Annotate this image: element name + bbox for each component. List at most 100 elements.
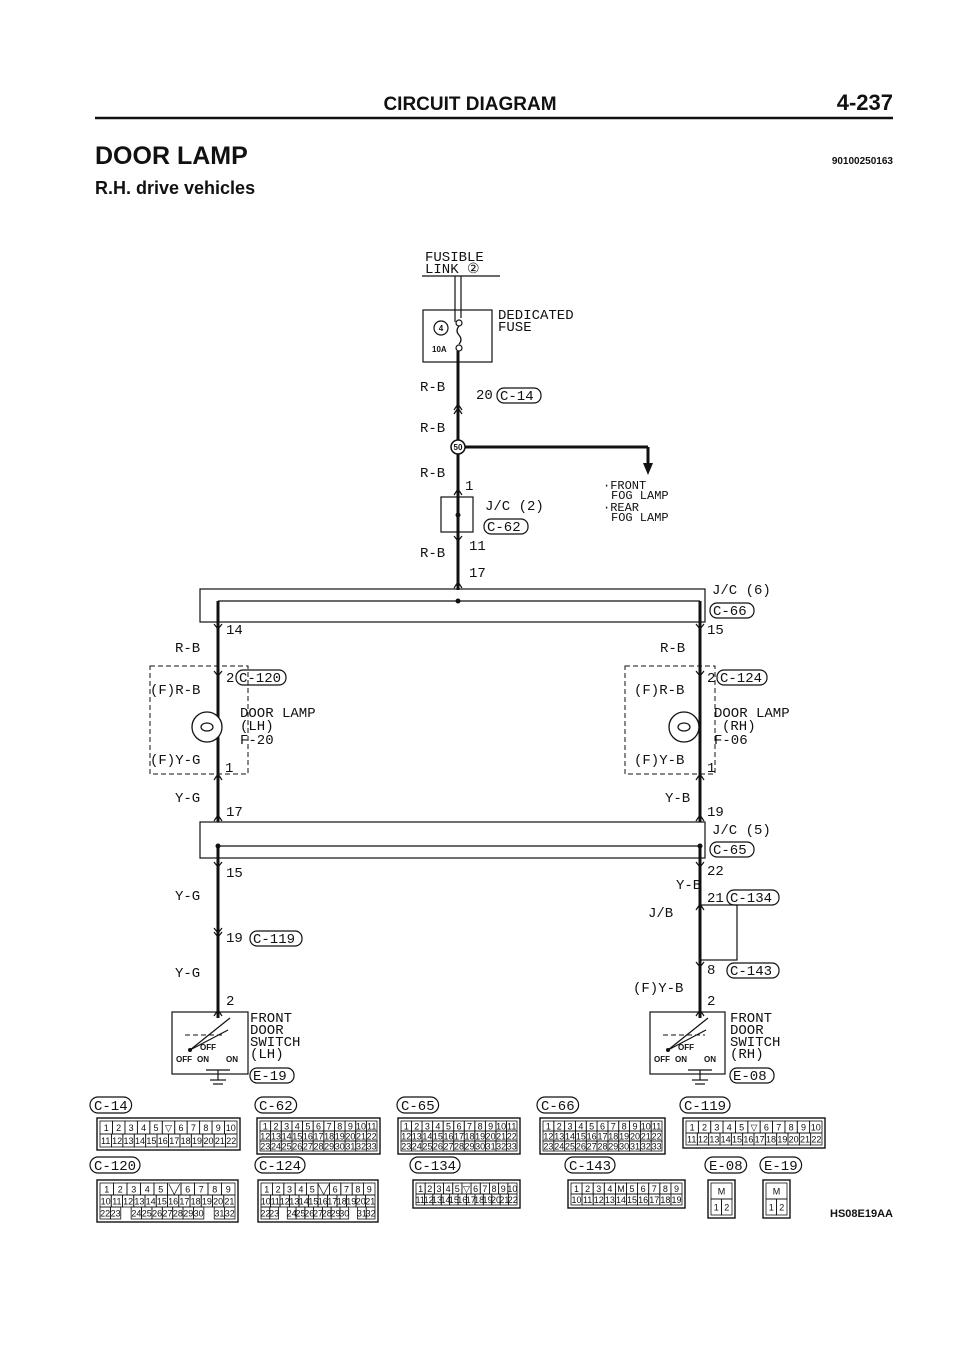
connector-body	[256, 1117, 381, 1155]
section-title: CIRCUIT DIAGRAM	[383, 94, 556, 115]
connector-pin: 5	[305, 1122, 310, 1132]
connector-pin: 15	[146, 1136, 156, 1146]
switch-on-label: ON	[675, 1055, 687, 1064]
connector-pin: 2	[273, 1122, 278, 1132]
connector-pin: 1	[418, 1184, 423, 1194]
connector-pin: 8	[212, 1185, 217, 1195]
connector-pin: 2	[585, 1184, 590, 1194]
switch-name: (RH)	[730, 1047, 764, 1063]
connector-pin: 13	[134, 1197, 144, 1207]
connector-pin: 21	[499, 1195, 509, 1205]
connector-pin: 11	[101, 1136, 110, 1146]
connector-pin: 7	[191, 1123, 196, 1133]
connector-pin: 20	[486, 1132, 496, 1142]
connector-pin: 16	[303, 1132, 313, 1142]
connector-pin: 24	[131, 1209, 141, 1219]
connector-body	[397, 1117, 521, 1155]
connector-pin: 13	[554, 1132, 564, 1142]
connector-pin-cell	[269, 1206, 279, 1220]
connector-label-badge	[254, 1156, 306, 1174]
connector-pin: 30	[475, 1142, 485, 1152]
connector-pin: 2	[116, 1123, 121, 1133]
connector-pin: 28	[597, 1142, 607, 1152]
connector-pin: 22	[652, 1132, 662, 1142]
junction-block-label: J/B	[648, 906, 673, 922]
connector-label: C-143	[569, 1159, 611, 1175]
connector-pin: 11	[583, 1195, 592, 1205]
connector-pin: 12	[424, 1195, 434, 1205]
pin-number: 8	[707, 963, 715, 979]
connector-pin: 15	[157, 1197, 167, 1207]
connector-pin: 8	[492, 1184, 497, 1194]
wire-color-label: R-B	[420, 380, 445, 396]
subtitle: R.H. drive vehicles	[95, 178, 255, 198]
connector-pin: 31	[214, 1209, 224, 1219]
connector-pin: 13	[412, 1132, 422, 1142]
connector-label: C-66	[541, 1099, 575, 1115]
connector-pin: 2	[427, 1184, 432, 1194]
connector-pin: 12	[112, 1136, 122, 1146]
connector-pin-cell	[776, 1198, 788, 1216]
dedicated-fuse-label-2: FUSE	[498, 320, 532, 336]
connector-pin: ╲╱	[317, 1184, 329, 1196]
pin-number: 19	[226, 931, 243, 947]
connector-pin: 22	[811, 1135, 821, 1145]
connector-pin: 31	[345, 1142, 355, 1152]
connector-pin: 19	[335, 1132, 345, 1142]
connector-pin: 33	[652, 1142, 662, 1152]
connector-pin: 8	[663, 1184, 668, 1194]
wire-color-label: (F)R-B	[150, 683, 200, 699]
joint-connector-label: J/C (2)	[485, 499, 544, 515]
connector-pin: 27	[162, 1209, 172, 1219]
connector-pin: 22	[367, 1132, 377, 1142]
connector-pin: 14	[422, 1132, 432, 1142]
connector-pin: 4	[298, 1185, 303, 1195]
connector-pin: ╲╱	[168, 1184, 180, 1196]
switch-on-label: ON	[197, 1055, 209, 1064]
connector-pin: 5	[154, 1123, 159, 1133]
connector-pin: 16	[443, 1132, 453, 1142]
connector-pin: 28	[173, 1209, 183, 1219]
connector-label: C-119	[684, 1099, 726, 1115]
connector-pin: 30	[339, 1209, 349, 1219]
connector-pin: 19	[619, 1132, 629, 1142]
connector-pin: 7	[199, 1185, 204, 1195]
connector-pin: 27	[443, 1142, 453, 1152]
connector-pin: 10	[811, 1123, 821, 1133]
connector-pin: 7	[652, 1184, 657, 1194]
connector-pin: 23	[543, 1142, 553, 1152]
connector-pin: 10	[496, 1122, 506, 1132]
connector-pin: 21	[356, 1132, 366, 1142]
connector-pin: 9	[216, 1123, 221, 1133]
fog-lamp-label: FOG LAMP	[611, 489, 669, 503]
connector-pin: 26	[304, 1209, 314, 1219]
connector-pin: 13	[432, 1195, 442, 1205]
pin-number: 2	[226, 671, 234, 687]
connector-pin: 4	[727, 1123, 732, 1133]
connector-pin: 27	[303, 1142, 313, 1152]
connector-pin: 32	[225, 1209, 235, 1219]
connector-label: C-65	[713, 843, 747, 859]
connector-label-badge	[536, 1096, 580, 1114]
connector-pin: 11	[416, 1195, 425, 1205]
connector-pin: 14	[146, 1197, 156, 1207]
connector-pin: 2	[557, 1122, 562, 1132]
connector-pin: 22	[260, 1209, 270, 1219]
fuse-icon	[455, 319, 463, 327]
wire-color-label: R-B	[420, 546, 445, 562]
connector-pin-cell	[810, 1132, 823, 1146]
connector-pin: 6	[185, 1185, 190, 1195]
connector-label: C-124	[259, 1159, 301, 1175]
switch-contact-icon	[189, 1017, 231, 1051]
connector-pin: ▽	[751, 1123, 758, 1133]
connector-pin: 26	[433, 1142, 443, 1152]
connector-pin: 15	[308, 1197, 318, 1207]
connector-label: C-14	[500, 389, 534, 405]
connector-pin: 4	[145, 1185, 150, 1195]
connector-pin: 17	[755, 1135, 765, 1145]
connector-pin: 12	[260, 1132, 270, 1142]
connector-pin: 17	[649, 1195, 659, 1205]
connector-pin: 14	[299, 1197, 309, 1207]
connector-pin: 21	[496, 1132, 506, 1142]
connector-body	[539, 1117, 666, 1155]
